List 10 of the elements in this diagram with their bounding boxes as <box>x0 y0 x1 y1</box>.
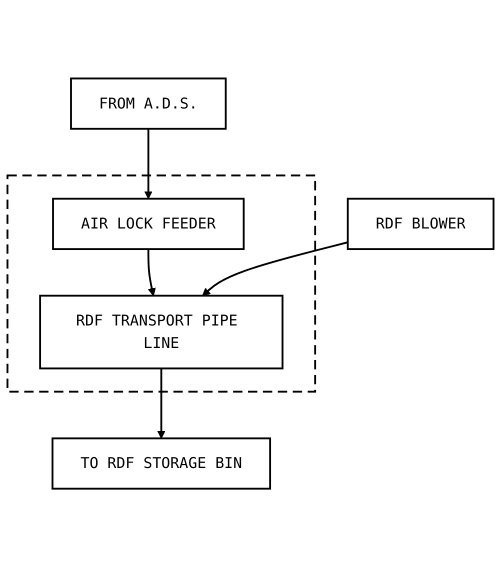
node-box: RDF TRANSPORT PIPE LINE <box>39 295 284 370</box>
arrow <box>144 129 152 200</box>
cluster <box>6 174 316 394</box>
node-box: TO RDF STORAGE BIN <box>52 438 272 490</box>
arrow <box>202 242 348 296</box>
node-box: FROM A.D.S. <box>70 78 227 130</box>
arrow <box>147 250 156 296</box>
node-box: RDF BLOWER <box>346 198 494 250</box>
node-box: AIR LOCK FEEDER <box>52 198 245 250</box>
arrow <box>157 368 166 440</box>
